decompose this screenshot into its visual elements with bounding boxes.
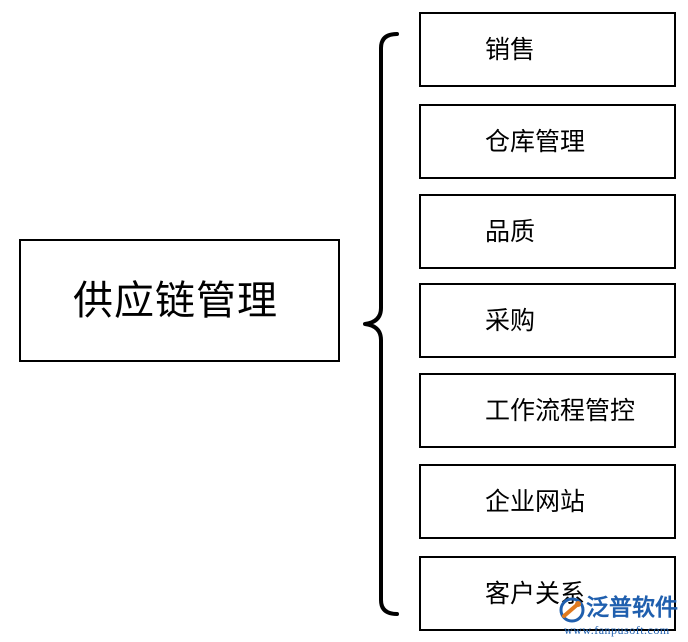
watermark: 泛普软件 www.fanpusoft.com (556, 594, 686, 640)
child-node-website: 企业网站 (419, 464, 676, 539)
child-node-sales: 销售 (419, 12, 676, 87)
watermark-url: www.fanpusoft.com (564, 623, 670, 637)
root-node-label: 供应链管理 (73, 278, 278, 324)
child-node-quality: 品质 (419, 194, 676, 269)
child-node-label: 采购 (485, 306, 536, 335)
child-node-label: 销售 (485, 35, 536, 64)
child-node-purchasing: 采购 (419, 283, 676, 358)
child-node-warehouse: 仓库管理 (419, 104, 676, 179)
child-node-workflow: 工作流程管控 (419, 373, 676, 448)
child-node-label: 客户关系 (485, 579, 586, 608)
child-node-label: 品质 (485, 217, 536, 246)
child-node-label: 企业网站 (485, 487, 586, 516)
child-node-label: 仓库管理 (485, 127, 586, 156)
root-node-box: 供应链管理 (19, 239, 340, 362)
child-node-label: 工作流程管控 (485, 396, 636, 425)
child-node-customer: 客户关系 (419, 556, 676, 631)
watermark-name: 泛普软件 (586, 595, 678, 621)
curly-brace-connector (363, 32, 399, 616)
fanpu-logo-icon (559, 597, 585, 623)
